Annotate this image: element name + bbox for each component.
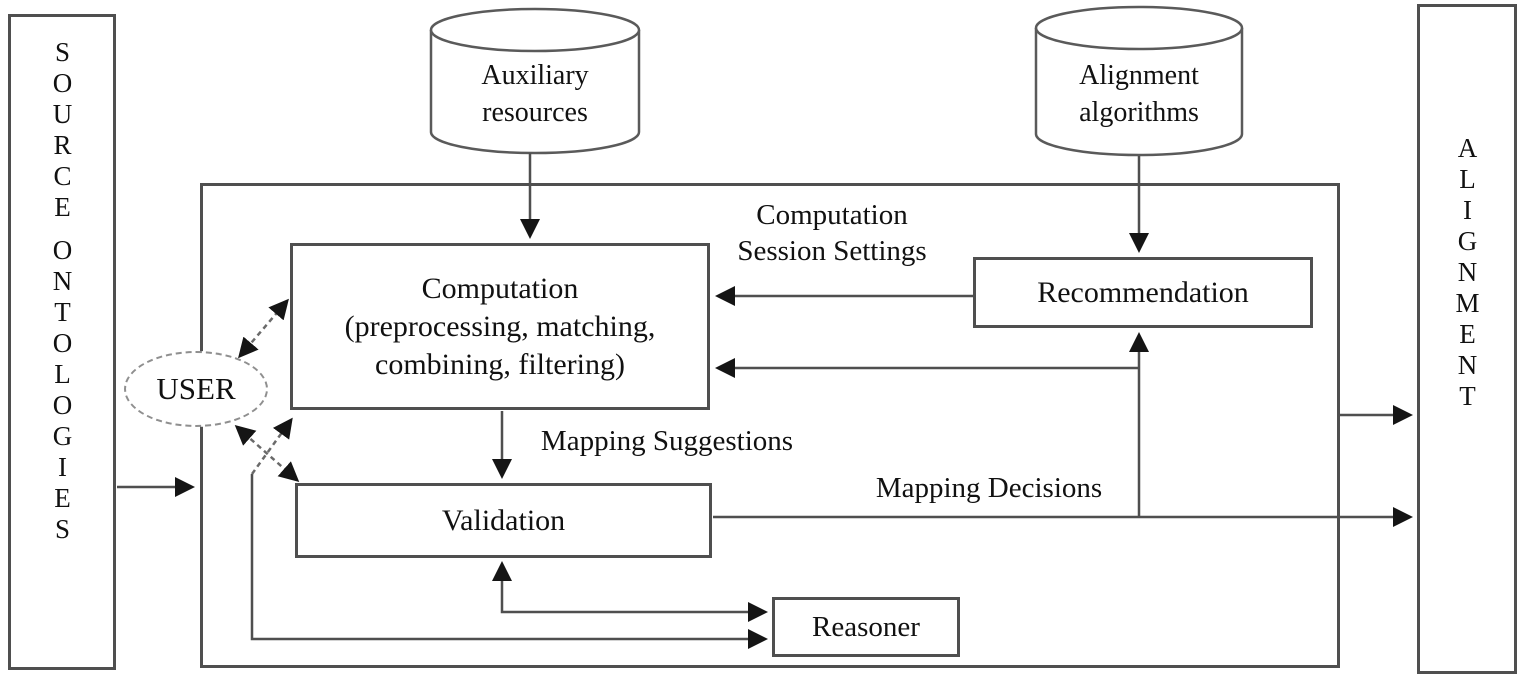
source-ontologies-word-1: SOURCE [47, 37, 78, 223]
reasoner-label: Reasoner [812, 611, 920, 643]
validation-box: Validation [295, 483, 712, 558]
computation-line-1: Computation [421, 271, 579, 305]
computation-line-3: combining, filtering) [375, 347, 625, 381]
mapping-decisions-label: Mapping Decisions [875, 472, 1103, 504]
source-ontologies-panel: SOURCE ONTOLOGIES [8, 14, 116, 670]
auxiliary-resources-line-2: resources [482, 97, 588, 128]
alignment-algorithms-cylinder-top-icon [1034, 5, 1244, 51]
user-label: USER [156, 371, 236, 406]
alignment-word: ALIGNMENT [1452, 133, 1483, 412]
validation-label: Validation [441, 503, 566, 537]
mapping-suggestions-label: Mapping Suggestions [540, 425, 794, 457]
computation-line-2: (preprocessing, matching, [344, 309, 656, 343]
auxiliary-resources-cylinder-top-icon [429, 7, 641, 53]
computation-box: Computation (preprocessing, matching, co… [290, 243, 710, 410]
alignment-algorithms-line-1: Alignment [1079, 60, 1199, 91]
alignment-panel: ALIGNMENT [1417, 4, 1517, 674]
user-actor-ellipse: USER [124, 351, 268, 427]
recommendation-box: Recommendation [973, 257, 1313, 328]
source-ontologies-word-2: ONTOLOGIES [47, 235, 78, 545]
computation-session-settings-label: Computation Session Settings [737, 199, 927, 267]
recommendation-label: Recommendation [1037, 275, 1249, 309]
alignment-algorithms-line-2: algorithms [1079, 97, 1199, 128]
auxiliary-resources-line-1: Auxiliary [481, 60, 589, 91]
reasoner-box: Reasoner [772, 597, 960, 657]
